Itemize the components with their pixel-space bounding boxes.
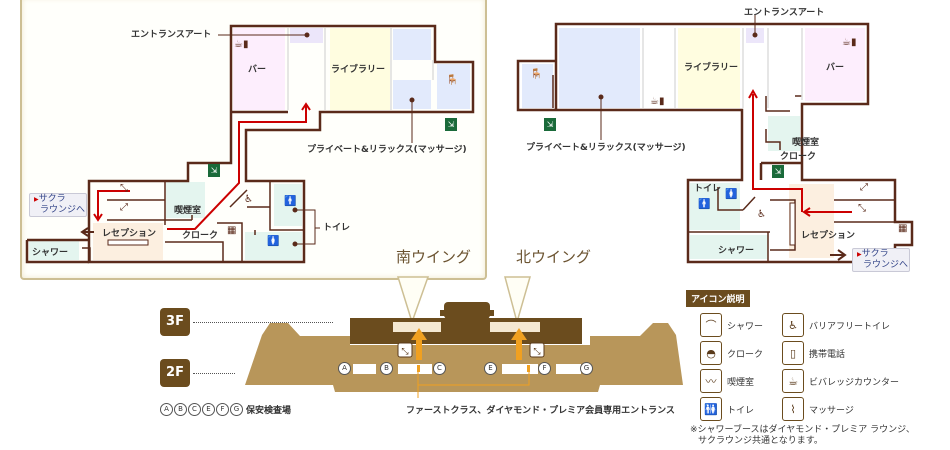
- gate-e: E: [484, 362, 497, 375]
- legend-shower: ⌒シャワー: [700, 313, 763, 337]
- south-wing-title: 南ウイング: [396, 248, 472, 266]
- north-entrance-art-label: エントランスアート: [744, 8, 825, 18]
- legend-title: アイコン説明: [686, 290, 750, 307]
- north-wing-title: 北ウイング: [516, 248, 592, 266]
- massage-icon: ⌇: [782, 397, 804, 421]
- legend-massage: ⌇マッサージ: [782, 397, 854, 421]
- toilet-icon: 🚺: [267, 236, 280, 247]
- mobile-phone-icon: ▯: [782, 341, 804, 365]
- north-toilet-label: トイレ: [694, 184, 722, 194]
- south-toilet-label: トイレ: [323, 223, 351, 233]
- locker-icon: ▦: [227, 225, 237, 236]
- cloak-icon: ◓: [700, 341, 722, 365]
- escalator-icon: ⤡: [120, 183, 128, 194]
- south-reception-label: レセプション: [102, 229, 157, 239]
- legend-beverage: ☕ビバレッジカウンター: [782, 369, 899, 393]
- south-shower-label: シャワー: [32, 248, 69, 258]
- barrier-free-toilet-icon: ♿: [757, 209, 766, 220]
- floor-2f-badge: 2F: [160, 359, 190, 387]
- barrier-free-toilet-icon: ♿: [782, 313, 804, 337]
- north-cloak-label: クローク: [780, 152, 817, 162]
- north-sakura-lounge-link[interactable]: ▶サクラ ラウンジへ: [852, 248, 910, 272]
- south-sakura-lounge-link[interactable]: ▶サクラ ラウンジへ: [29, 193, 87, 217]
- toilet-icon: 🚻: [700, 397, 722, 421]
- stairs-icon: ⤢: [860, 182, 868, 193]
- security-legend: A B C E F G 保安検査場: [160, 403, 291, 416]
- triangle-icon: ▶: [857, 251, 862, 258]
- massage-icon: 🪑: [446, 75, 459, 86]
- escalator-icon: ⤡: [858, 203, 866, 214]
- toilet-icon: 🚺: [725, 189, 738, 200]
- emergency-exit-icon: ⇲: [445, 118, 457, 131]
- locker-icon: ▦: [898, 223, 908, 234]
- beverage-counter-icon: ☕▮: [650, 96, 665, 107]
- emergency-exit-icon: ⇲: [544, 118, 556, 131]
- legend-toilet: 🚻トイレ: [700, 397, 754, 421]
- south-smoking-label: 喫煙室: [174, 206, 202, 216]
- floor-3f-leader: [193, 322, 333, 323]
- legend-smoking: 〰喫煙室: [700, 369, 754, 393]
- south-library-label: ライブラリー: [331, 65, 386, 75]
- north-library-label: ライブラリー: [684, 63, 739, 73]
- north-reception-label: レセプション: [801, 231, 856, 241]
- emergency-exit-icon: ⇲: [772, 165, 784, 178]
- entrance-caption: ファーストクラス、ダイヤモンド・プレミア会員専用エントランス: [406, 406, 675, 416]
- south-cloak-label: クローク: [182, 231, 219, 241]
- smoking-icon: 〰: [700, 369, 722, 393]
- legend-mobile-phone: ▯携帯電話: [782, 341, 845, 365]
- emergency-exit-icon: ⇲: [208, 164, 220, 177]
- gate-b: B: [380, 362, 393, 375]
- legend-cloak: ◓クローク: [700, 341, 763, 365]
- shower-note: ※シャワーブースはダイヤモンド・プレミア ラウンジ、 サクラウンジ共通となります…: [690, 425, 915, 446]
- gate-c: C: [433, 362, 446, 375]
- svg-text:⤡: ⤡: [401, 347, 408, 357]
- barrier-free-toilet-icon: ♿: [244, 194, 253, 205]
- north-bar-label: バー: [826, 63, 845, 73]
- south-private-relax-label: プライベート&リラックス(マッサージ): [307, 145, 467, 155]
- svg-text:⤡: ⤡: [533, 347, 540, 357]
- shower-icon: ⌒: [700, 313, 722, 337]
- triangle-icon: ▶: [34, 196, 39, 203]
- gate-a: A: [338, 362, 351, 375]
- toilet-icon: 🚹: [698, 199, 711, 210]
- north-smoking-label: 喫煙室: [792, 138, 820, 148]
- massage-icon: 🪑: [530, 69, 543, 80]
- south-entrance-art-label: エントランスアート: [131, 30, 212, 40]
- gate-g: G: [580, 362, 593, 375]
- north-private-relax-label: プライベート&リラックス(マッサージ): [526, 143, 686, 153]
- stairs-icon: ⤢: [120, 202, 128, 213]
- beverage-counter-icon: ☕: [782, 369, 804, 393]
- beverage-counter-icon: ☕▮: [842, 37, 857, 48]
- floor-3f-badge: 3F: [160, 308, 190, 336]
- south-bar-label: バー: [248, 65, 267, 75]
- north-shower-label: シャワー: [718, 246, 755, 256]
- beverage-counter-icon: ☕▮: [234, 39, 249, 50]
- floor-2f-leader: [193, 373, 235, 374]
- legend-barrier-free-toilet: ♿バリアフリートイレ: [782, 313, 890, 337]
- gate-f: F: [538, 362, 551, 375]
- toilet-icon: 🚹: [284, 196, 297, 207]
